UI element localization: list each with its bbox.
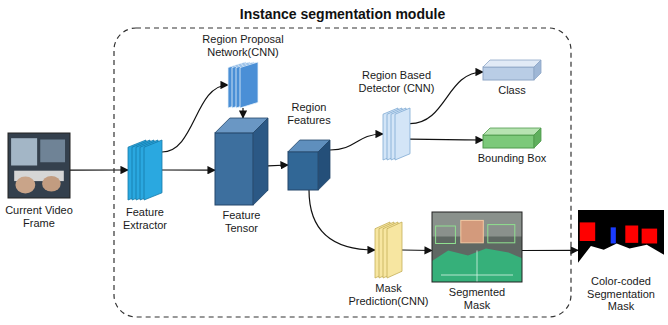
node-label: Feature Tensor xyxy=(212,209,272,234)
node-label: Color-coded Segmentation Mask xyxy=(579,275,663,313)
cnn-stack: Region Proposal Network(CNN) xyxy=(228,62,258,108)
graphic-part xyxy=(483,128,541,135)
connector-arrow xyxy=(309,190,375,250)
label-text: Class xyxy=(490,84,534,97)
graphic-part xyxy=(488,225,515,243)
label-text: Bounding Box xyxy=(472,152,552,165)
graphic-part xyxy=(483,135,534,148)
label-text: Color-coded Segmentation Mask xyxy=(579,275,663,313)
connector-arrow xyxy=(162,169,215,170)
graphic-part xyxy=(144,140,162,200)
label-text: Feature Extractor xyxy=(115,206,175,231)
graphic-part xyxy=(288,152,318,190)
graphic-part xyxy=(318,140,330,190)
graphic-part xyxy=(240,62,258,108)
graphic-part xyxy=(436,226,456,244)
graphic-part xyxy=(483,60,541,67)
shape-graphic xyxy=(578,210,664,272)
feature-cube: Region Features xyxy=(288,140,330,190)
graphic-part xyxy=(483,67,534,80)
output-bar: Class xyxy=(483,60,541,80)
video-frame-image: Current Video Frame xyxy=(8,133,70,198)
label-text: Feature Tensor xyxy=(212,209,272,234)
node-label: Mask Prediction(CNN) xyxy=(343,282,435,307)
node-label: Class xyxy=(490,84,534,97)
module-boundary: Instance segmentation moduleFeature Extr… xyxy=(113,27,572,318)
connector-arrow xyxy=(410,139,483,141)
graphic-part xyxy=(578,243,664,272)
shape-graphic xyxy=(215,118,268,205)
graphic-part xyxy=(395,108,410,160)
node-label: Feature Extractor xyxy=(115,206,175,231)
graphic-part xyxy=(387,222,402,278)
label-text: Region Proposal Network(CNN) xyxy=(193,33,293,58)
graphic-part xyxy=(215,133,253,205)
graphic-part xyxy=(477,251,478,283)
node-label: Region Based Detector (CNN) xyxy=(352,69,442,94)
connector-arrow xyxy=(402,249,432,251)
label-text: Current Video Frame xyxy=(0,204,79,229)
graphic-part xyxy=(8,133,70,198)
graphic-part xyxy=(625,226,638,243)
mask-image: Color-coded Segmentation Mask xyxy=(578,210,664,272)
cnn-stack: Feature Extractor xyxy=(128,140,162,200)
cnn-stack: Region Based Detector (CNN) xyxy=(383,108,410,160)
cnn-stack: Mask Prediction(CNN) xyxy=(375,222,402,278)
connector-arrow xyxy=(522,250,578,251)
dashed-border xyxy=(114,28,571,317)
shape-graphic xyxy=(8,133,70,198)
shape-graphic xyxy=(483,128,541,148)
graphic-part xyxy=(578,210,664,272)
graphic-part xyxy=(611,227,616,243)
title-text: Instance segmentation module xyxy=(193,6,493,22)
graphic-part xyxy=(15,177,35,194)
node-label: Segmented Mask xyxy=(442,286,512,311)
shape-graphic xyxy=(288,140,330,190)
mask-image: Segmented Mask xyxy=(432,212,522,282)
graphic-part xyxy=(432,212,522,282)
graphic-part xyxy=(534,128,541,148)
output-bar: Bounding Box xyxy=(483,128,541,148)
label-text: Region Features xyxy=(279,101,339,126)
node-label: Current Video Frame xyxy=(0,204,79,229)
shape-graphic xyxy=(375,222,402,278)
graphic-part xyxy=(253,118,268,205)
graphic-part xyxy=(432,212,522,282)
shape-graphic xyxy=(128,140,162,200)
shape-graphic xyxy=(483,60,541,80)
graphic-part xyxy=(42,176,61,192)
connector-arrow xyxy=(330,134,383,150)
shape-graphic xyxy=(432,212,522,282)
graphic-part xyxy=(642,229,657,244)
connector-arrow xyxy=(242,108,243,118)
shape-graphic xyxy=(228,62,258,108)
label-text: Region Based Detector (CNN) xyxy=(352,69,442,94)
graphic-part xyxy=(40,140,65,163)
graphic-part xyxy=(461,220,484,242)
node-label: Region Proposal Network(CNN) xyxy=(193,33,293,58)
label-text: Mask Prediction(CNN) xyxy=(343,282,435,307)
module-title: Instance segmentation module xyxy=(193,6,493,22)
graphic-part xyxy=(432,248,522,282)
node-label: Bounding Box xyxy=(472,152,552,165)
graphic-part xyxy=(580,222,595,241)
connector-arrow xyxy=(70,169,128,170)
graphic-part xyxy=(534,60,541,80)
shape-graphic xyxy=(383,108,410,160)
connector-arrow xyxy=(268,164,288,166)
tensor-cube: Feature Tensor xyxy=(215,118,268,205)
graphic-part xyxy=(8,133,70,198)
node-label: Region Features xyxy=(279,101,339,126)
graphic-part xyxy=(11,138,37,165)
label-text: Segmented Mask xyxy=(442,286,512,311)
